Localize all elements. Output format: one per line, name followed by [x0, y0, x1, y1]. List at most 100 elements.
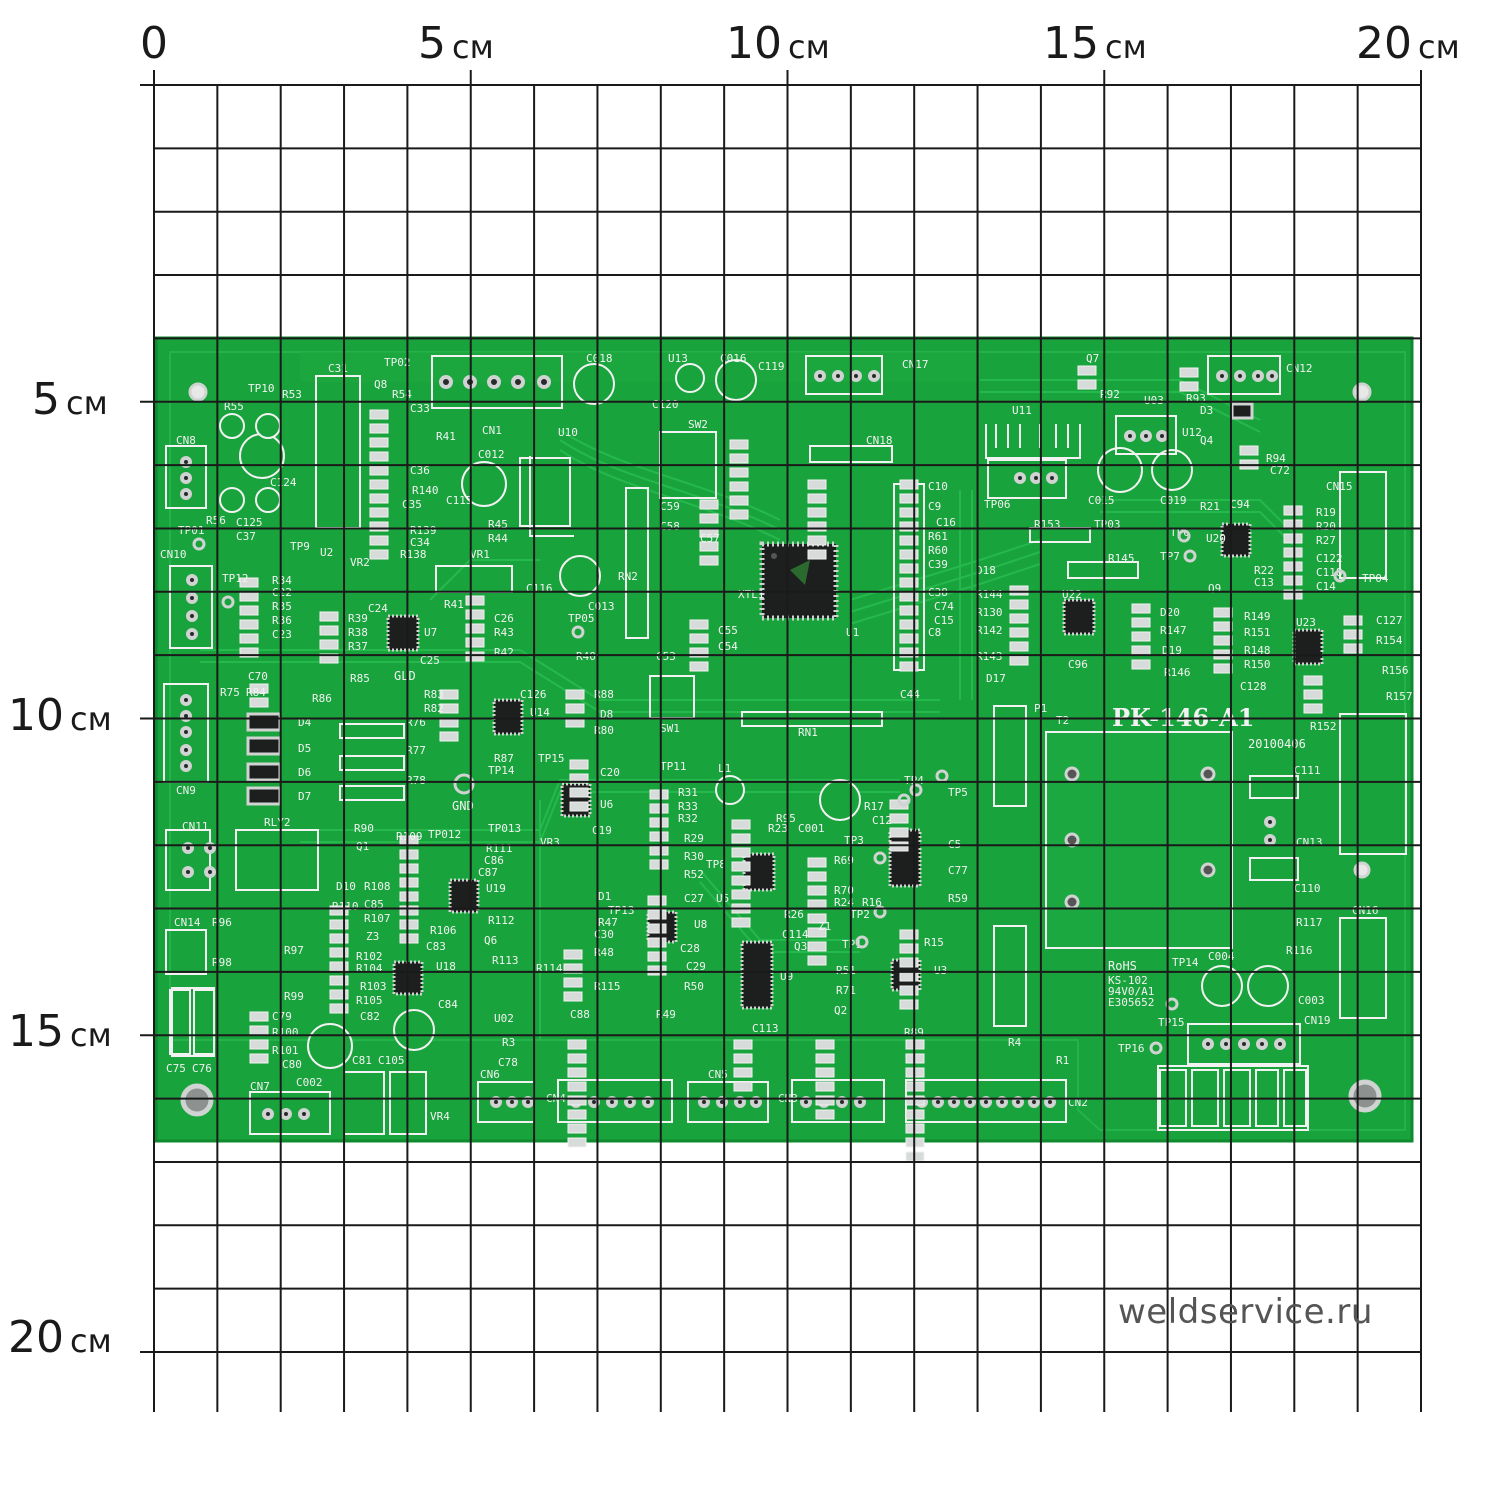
designator: TP14 — [488, 764, 515, 777]
designator: R117 — [1296, 916, 1323, 929]
gnd-label: GND — [452, 799, 474, 813]
ul-number-label: E305652 — [1108, 996, 1154, 1009]
designator: CN11 — [182, 820, 209, 833]
designator: R55 — [224, 400, 244, 413]
designator: C94 — [1230, 498, 1250, 511]
smd-pad — [567, 1137, 587, 1148]
designator: C87 — [478, 866, 498, 879]
smd-pad — [1283, 547, 1303, 558]
designator: R47 — [598, 916, 618, 929]
smd-pad — [239, 591, 259, 602]
designator: R151 — [1244, 626, 1271, 639]
smd-pad — [815, 1067, 835, 1078]
designator: R85 — [350, 672, 370, 685]
designator: T2 — [1056, 714, 1069, 727]
smd-pad — [319, 653, 339, 664]
smd-pad — [399, 933, 419, 944]
ks-code-label: KS-102 — [1108, 974, 1148, 987]
smd-pad — [649, 845, 669, 856]
smd-pad — [899, 661, 919, 672]
designator: R51 — [836, 964, 856, 977]
designator: R92 — [1100, 388, 1120, 401]
smd-pad — [239, 619, 259, 630]
designator: C001 — [798, 822, 825, 835]
designator: C14 — [1316, 580, 1336, 593]
designator: CN14 — [174, 916, 201, 929]
designator: CN8 — [176, 434, 196, 447]
header-pins — [180, 370, 1286, 1120]
designator: R145 — [1108, 552, 1135, 565]
designator: CN18 — [866, 434, 893, 447]
designator: R107 — [364, 912, 391, 925]
smd-pad — [329, 933, 349, 944]
designator: SW2 — [688, 418, 708, 431]
designator: R150 — [1244, 658, 1271, 671]
designator: C25 — [420, 654, 440, 667]
smd-pad — [569, 759, 589, 770]
designator: R80 — [594, 724, 614, 737]
designator: TP13 — [608, 904, 635, 917]
designator: R3 — [502, 1036, 515, 1049]
smd-pad — [899, 943, 919, 954]
smd-pad — [329, 975, 349, 986]
smd-pad — [567, 1095, 587, 1106]
designator: TP11 — [660, 760, 687, 773]
designator: R75 — [220, 686, 240, 699]
smd-pad — [815, 1081, 835, 1092]
designator: R27 — [1316, 534, 1336, 547]
designator: R109 — [396, 830, 423, 843]
smd-pad — [319, 625, 339, 636]
smd-pad — [807, 871, 827, 882]
designator: Q9 — [1208, 582, 1221, 595]
smd-pad — [729, 439, 749, 450]
smd-pad — [569, 773, 589, 784]
designator: C75 — [166, 1062, 186, 1075]
designator: C74 — [934, 600, 954, 613]
designator: TP2 — [850, 908, 870, 921]
designator: R23 — [768, 822, 788, 835]
designator: C39 — [928, 558, 948, 571]
smd-pad — [899, 577, 919, 588]
designator: R94 — [1266, 452, 1286, 465]
smd-pad — [899, 521, 919, 532]
smd-pad — [1213, 635, 1233, 646]
designator: R54 — [392, 388, 412, 401]
designator: TP012 — [428, 828, 461, 841]
designator: R31 — [678, 786, 698, 799]
smd-pad — [465, 595, 485, 606]
designator: CN16 — [1352, 904, 1379, 917]
smd-pad — [649, 803, 669, 814]
smd-pad — [815, 1053, 835, 1064]
designator: C19 — [592, 824, 612, 837]
designator: R69 — [834, 854, 854, 867]
smd-pad — [563, 977, 583, 988]
designator: C120 — [652, 398, 679, 411]
smd-pad — [1131, 631, 1151, 642]
smd-pad — [399, 849, 419, 860]
smd-pad — [1303, 689, 1323, 700]
smd-pad — [899, 999, 919, 1010]
designator: C018 — [586, 352, 613, 365]
designator: R53 — [282, 388, 302, 401]
smd-pad — [329, 989, 349, 1000]
smd-pad — [899, 929, 919, 940]
smd-pad — [369, 465, 389, 476]
designator: C72 — [1270, 464, 1290, 477]
smd-pad — [731, 889, 751, 900]
smd-pad — [1009, 585, 1029, 596]
designator: U8 — [694, 918, 707, 931]
smd-pad — [729, 453, 749, 464]
smd-pad — [1131, 603, 1151, 614]
designator: R115 — [594, 980, 621, 993]
designator: TP12 — [222, 572, 249, 585]
smd-pad — [1213, 621, 1233, 632]
designator: XTL1 — [738, 588, 765, 601]
designator: C31 — [328, 362, 348, 375]
designator: R43 — [494, 626, 514, 639]
designator: C27 — [684, 892, 704, 905]
smd-pad — [565, 689, 585, 700]
designator: R105 — [356, 994, 383, 1007]
